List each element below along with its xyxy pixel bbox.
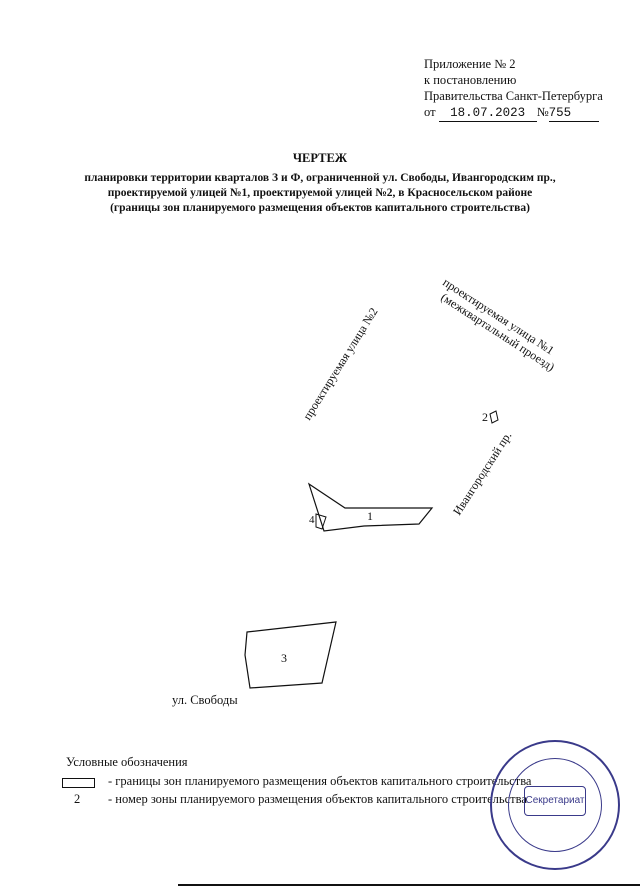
legend-title: Условные обозначения <box>66 755 188 769</box>
stamp-inner-ring <box>508 758 602 852</box>
legend-boundary-sample <box>62 778 95 788</box>
zone-1-label: 1 <box>367 509 373 523</box>
stamp-center-text: Секретариат <box>524 786 586 816</box>
subtitle-line-1: планировки территории кварталов З и Ф, о… <box>84 172 556 184</box>
legend-item-boundary: - границы зон планируемого размещения об… <box>108 774 532 788</box>
svobody-label: ул. Свободы <box>172 693 238 707</box>
legend-number-sample: 2 <box>74 792 81 806</box>
zone-4-label: 4 <box>309 514 315 526</box>
government-label: Правительства Санкт-Петербурга <box>424 89 603 103</box>
resolution-label: к постановлению <box>424 73 517 87</box>
official-stamp: Секретариат <box>490 740 620 870</box>
legend-item-number: - номер зоны планируемого размещения объ… <box>108 792 527 806</box>
resolution-number: 755 <box>548 105 599 122</box>
doc-title: ЧЕРТЕЖ <box>292 151 348 165</box>
zone-1-boundary <box>307 482 434 532</box>
zone-4-boundary <box>315 513 327 530</box>
subtitle-line-2: проектируемой улицей №1, проектируемой у… <box>107 187 533 199</box>
subtitle-line-3: (границы зон планируемого размещения объ… <box>110 202 530 214</box>
resolution-date: 18.07.2023 <box>438 105 537 122</box>
from-label: от <box>424 105 436 119</box>
number-prefix: № <box>536 105 549 119</box>
zone-2-label: 2 <box>482 410 488 424</box>
zone-2-boundary <box>489 410 499 424</box>
appendix-label: Приложение № 2 <box>424 57 516 71</box>
zone-3-boundary <box>244 621 337 689</box>
zone-3-label: 3 <box>281 651 287 665</box>
